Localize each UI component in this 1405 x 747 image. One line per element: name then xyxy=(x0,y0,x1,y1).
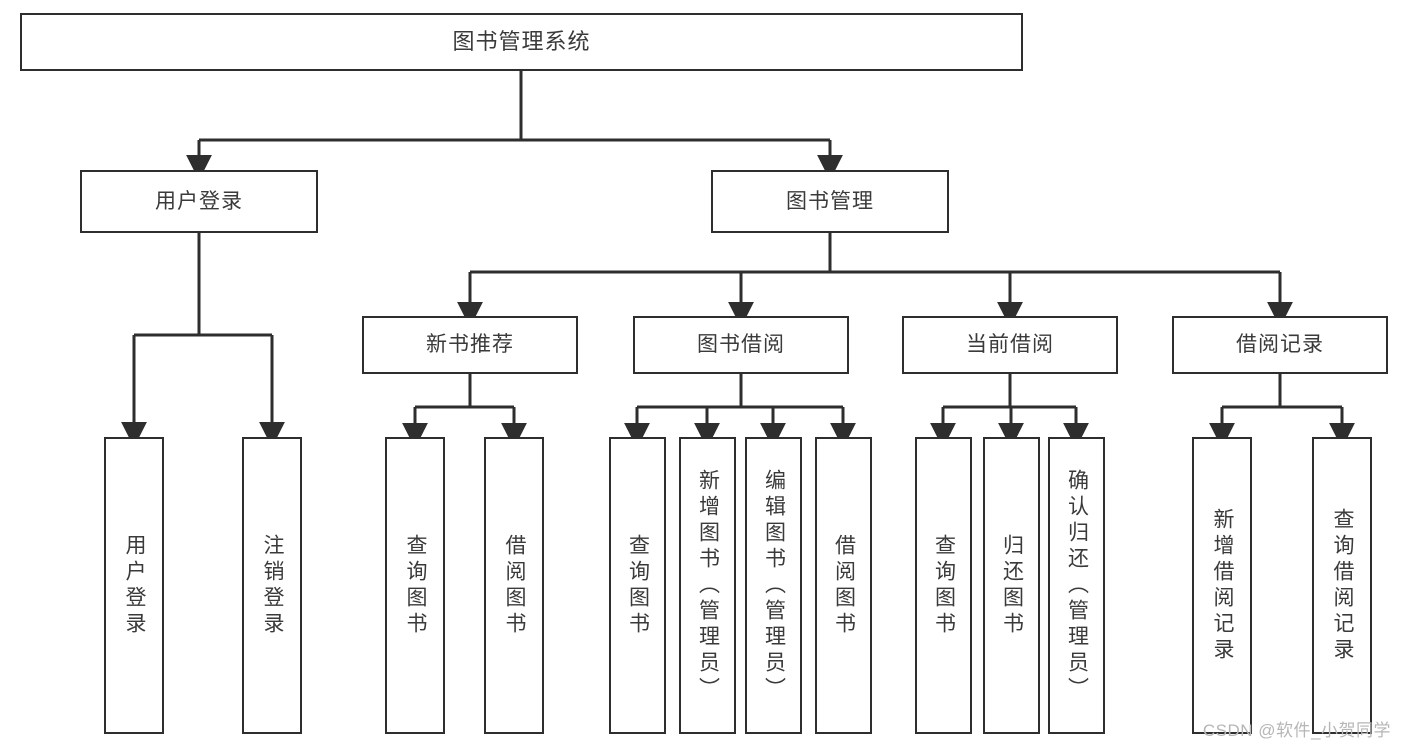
leaf-borrow-book-2-label: 借阅图书 xyxy=(832,533,856,638)
node-root[interactable]: 图书管理系统 xyxy=(20,13,1023,71)
leaf-query-book-3[interactable]: 查询图书 xyxy=(915,437,972,734)
leaf-add-borrow-record[interactable]: 新增借阅记录 xyxy=(1192,437,1252,734)
leaf-user-login[interactable]: 用户登录 xyxy=(104,437,164,734)
leaf-query-borrow-record-label: 查询借阅记录 xyxy=(1331,507,1355,664)
leaf-add-book-admin-label: 新增图书（管理员） xyxy=(696,468,720,703)
node-user-login-label: 用户登录 xyxy=(155,189,243,213)
leaf-confirm-return-admin-label: 确认归还（管理员） xyxy=(1065,468,1089,703)
leaf-query-borrow-record[interactable]: 查询借阅记录 xyxy=(1312,437,1372,734)
node-current-borrowing[interactable]: 当前借阅 xyxy=(902,316,1118,374)
leaf-user-login-label: 用户登录 xyxy=(123,533,147,638)
node-book-management[interactable]: 图书管理 xyxy=(711,170,949,233)
leaf-edit-book-admin[interactable]: 编辑图书（管理员） xyxy=(745,437,802,734)
leaf-logout-login-label: 注销登录 xyxy=(261,533,285,638)
leaf-query-book-2-label: 查询图书 xyxy=(626,533,650,638)
node-borrowing-records[interactable]: 借阅记录 xyxy=(1172,316,1388,374)
leaf-query-book-2[interactable]: 查询图书 xyxy=(609,437,666,734)
watermark: CSDN @软件_小贺同学 xyxy=(1202,721,1391,740)
leaf-query-book-3-label: 查询图书 xyxy=(932,533,956,638)
node-book-management-label: 图书管理 xyxy=(786,189,874,213)
node-user-login[interactable]: 用户登录 xyxy=(80,170,318,233)
leaf-return-book[interactable]: 归还图书 xyxy=(983,437,1040,734)
node-book-borrowing[interactable]: 图书借阅 xyxy=(633,316,849,374)
leaf-borrow-book-1[interactable]: 借阅图书 xyxy=(484,437,544,734)
leaf-add-borrow-record-label: 新增借阅记录 xyxy=(1211,507,1235,664)
node-new-book-recommendation-label: 新书推荐 xyxy=(426,333,514,357)
node-root-label: 图书管理系统 xyxy=(452,28,591,54)
leaf-logout-login[interactable]: 注销登录 xyxy=(242,437,302,734)
leaf-edit-book-admin-label: 编辑图书（管理员） xyxy=(762,468,786,703)
leaf-query-book-1[interactable]: 查询图书 xyxy=(385,437,445,734)
leaf-query-book-1-label: 查询图书 xyxy=(404,533,428,638)
leaf-confirm-return-admin[interactable]: 确认归还（管理员） xyxy=(1048,437,1105,734)
node-borrowing-records-label: 借阅记录 xyxy=(1236,333,1324,357)
node-book-borrowing-label: 图书借阅 xyxy=(697,333,785,357)
node-new-book-recommendation[interactable]: 新书推荐 xyxy=(362,316,578,374)
leaf-return-book-label: 归还图书 xyxy=(1000,533,1024,638)
leaf-borrow-book-1-label: 借阅图书 xyxy=(503,533,527,638)
node-current-borrowing-label: 当前借阅 xyxy=(966,333,1054,357)
leaf-add-book-admin[interactable]: 新增图书（管理员） xyxy=(679,437,736,734)
leaf-borrow-book-2[interactable]: 借阅图书 xyxy=(815,437,872,734)
